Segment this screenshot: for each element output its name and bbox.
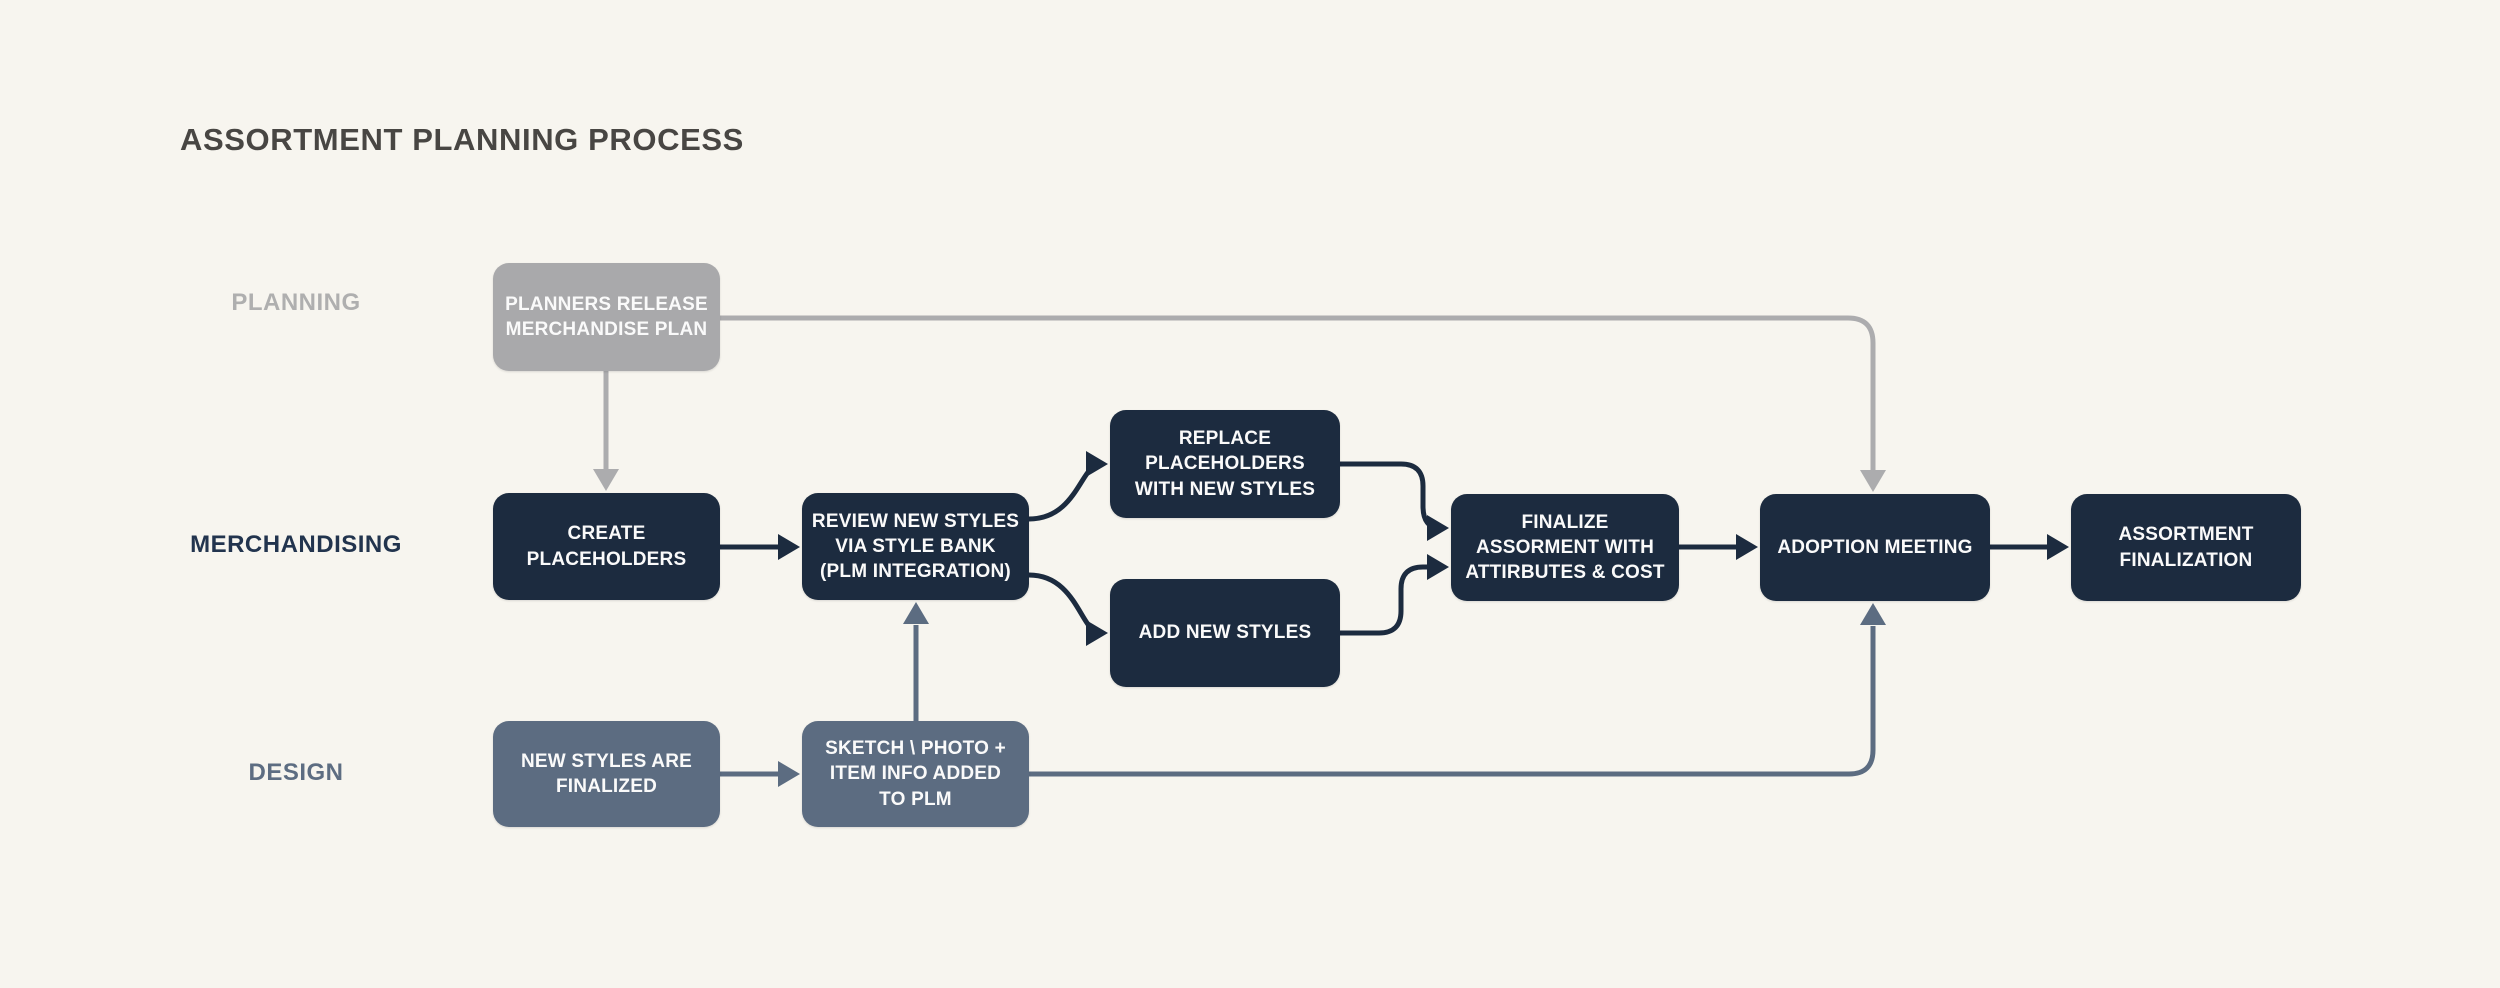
lane-label-merchandising: MERCHANDISING bbox=[190, 531, 402, 558]
node-label: ASSORTMENT FINALIZATION bbox=[2118, 524, 2254, 571]
edge-finalize-to-adoption-meeting-arrowhead bbox=[1736, 534, 1758, 560]
edge-review-to-replace-placeholders bbox=[1028, 461, 1101, 522]
node-label: PLANNERS RELEASE MERCHANDISE PLAN bbox=[505, 293, 708, 340]
node-label: ADOPTION MEETING bbox=[1777, 536, 1973, 558]
node-planners-release-merchandise-plan[interactable]: PLANNERS RELEASE MERCHANDISE PLAN bbox=[493, 263, 720, 371]
node-label: REPLACE PLACEHOLDERS WITH NEW STYLES bbox=[1134, 428, 1316, 500]
node-label: NEW STYLES ARE FINALIZED bbox=[521, 750, 692, 797]
edge-review-to-add-new-styles bbox=[1028, 572, 1101, 636]
edge-add-new-styles-to-finalize-arrowhead bbox=[1427, 554, 1449, 580]
lane-label-design: DESIGN bbox=[248, 759, 344, 786]
node-sketch-photo-item-info[interactable]: SKETCH \ PHOTO + ITEM INFO ADDED TO PLM bbox=[802, 721, 1029, 827]
node-replace-placeholders[interactable]: REPLACE PLACEHOLDERS WITH NEW STYLES bbox=[1110, 410, 1340, 518]
node-review-new-styles[interactable]: REVIEW NEW STYLES VIA STYLE BANK (PLM IN… bbox=[802, 493, 1029, 600]
node-label: ADD NEW STYLES bbox=[1138, 622, 1312, 644]
edge-review-to-replace-placeholders-arrowhead bbox=[1086, 451, 1108, 477]
edge-planners-release-to-create-placeholders-arrowhead bbox=[593, 469, 619, 491]
edge-replace-placeholders-to-finalize-arrowhead bbox=[1427, 515, 1449, 541]
node-label: CREATE PLACEHOLDERS bbox=[526, 523, 687, 570]
edge-sketch-to-review-arrowhead bbox=[903, 602, 929, 624]
edge-adoption-meeting-to-assortment-finalization-arrowhead bbox=[2047, 534, 2069, 560]
edge-new-styles-finalized-to-sketch-arrowhead bbox=[778, 761, 800, 787]
edge-add-new-styles-to-finalize bbox=[1339, 564, 1440, 636]
lane-label-planning: PLANNING bbox=[231, 289, 361, 316]
node-new-styles-finalized[interactable]: NEW STYLES ARE FINALIZED bbox=[493, 721, 720, 827]
edge-sketch-to-adoption-meeting-arrowhead bbox=[1860, 603, 1886, 625]
node-add-new-styles[interactable]: ADD NEW STYLES bbox=[1110, 579, 1340, 687]
node-finalize-assortment[interactable]: FINALIZE ASSORMENT WITH ATTIRBUTES & COS… bbox=[1451, 494, 1679, 601]
node-label: REVIEW NEW STYLES VIA STYLE BANK (PLM IN… bbox=[811, 510, 1020, 583]
edge-review-to-add-new-styles-arrowhead bbox=[1086, 620, 1108, 646]
node-create-placeholders[interactable]: CREATE PLACEHOLDERS bbox=[493, 493, 720, 600]
edge-replace-placeholders-to-finalize bbox=[1339, 461, 1441, 531]
diagram-title: ASSORTMENT PLANNING PROCESS bbox=[180, 122, 744, 157]
node-label: SKETCH \ PHOTO + ITEM INFO ADDED TO PLM bbox=[825, 738, 1006, 810]
node-assortment-finalization[interactable]: ASSORTMENT FINALIZATION bbox=[2071, 494, 2301, 601]
edge-create-placeholders-to-review-arrowhead bbox=[778, 534, 800, 560]
node-label: FINALIZE ASSORMENT WITH ATTIRBUTES & COS… bbox=[1465, 511, 1665, 584]
node-adoption-meeting[interactable]: ADOPTION MEETING bbox=[1760, 494, 1990, 601]
edge-planners-release-to-adoption-meeting-arrowhead bbox=[1860, 470, 1886, 492]
